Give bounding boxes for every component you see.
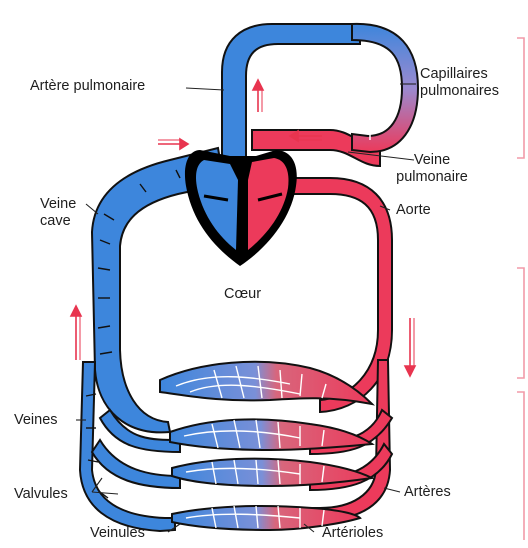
label-veine-cave-line2: cave <box>40 213 76 230</box>
leader-artere-pulmonaire <box>186 88 224 90</box>
capillary-bed-2 <box>170 419 372 450</box>
label-veine-cave: Veine cave <box>40 196 76 230</box>
label-capillaires-line1: Capillaires <box>420 66 499 83</box>
flow-arrow-venous-up <box>71 306 81 360</box>
flow-arrow-pulmonary-up <box>253 80 263 112</box>
flow-arrow-aorta-down <box>405 318 415 376</box>
label-veine-pulmonaire-line2: pulmonaire <box>372 169 492 186</box>
venous-vessels <box>80 24 360 531</box>
label-capillaires-line2: pulmonaires <box>420 83 499 100</box>
pulmonary-capillary-bed <box>352 24 418 152</box>
heart <box>185 150 297 266</box>
label-veinules: Veinules <box>90 525 145 542</box>
label-artere-pulmonaire: Artère pulmonaire <box>30 78 145 95</box>
label-coeur: Cœur <box>224 286 261 303</box>
label-veine-pulmonaire-line1: Veine <box>372 152 492 169</box>
flow-arrow-to-heart-left <box>158 139 188 149</box>
page-brackets <box>517 38 524 540</box>
label-veines: Veines <box>14 412 58 429</box>
label-aorte: Aorte <box>396 202 431 219</box>
capillary-bed-1 <box>160 362 372 404</box>
label-veine-pulmonaire: Veine pulmonaire <box>372 152 492 186</box>
artere-pulmonaire-vessel <box>222 24 360 178</box>
capillary-bed-3 <box>172 459 372 486</box>
leader-arteres <box>384 488 400 492</box>
label-arterioles: Artérioles <box>322 525 383 542</box>
label-valvules: Valvules <box>14 486 68 503</box>
systemic-capillary-beds <box>160 362 372 530</box>
label-veine-cave-line1: Veine <box>40 196 76 213</box>
label-arteres: Artères <box>404 484 451 501</box>
label-capillaires-pulmonaires: Capillaires pulmonaires <box>420 66 499 100</box>
